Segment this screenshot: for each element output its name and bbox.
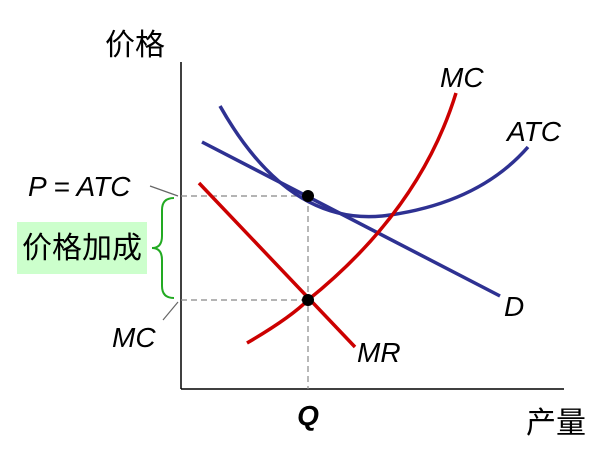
mc-curve [246, 92, 458, 345]
price-atc-point [302, 190, 314, 202]
demand-curve-label: D [504, 291, 524, 322]
mr-mc-point [302, 294, 314, 306]
quantity-tick-label: Q [297, 400, 319, 431]
markup-label-box [17, 222, 147, 274]
mc-label-leader [162, 301, 179, 321]
x-axis-label: 产量 [526, 406, 586, 441]
demand-curve [201, 140, 501, 298]
price-atc-label: P = ATC [28, 171, 131, 202]
atc-curve [218, 105, 530, 219]
mc-curve-label: MC [440, 62, 484, 93]
y-axis-label: 价格 [105, 28, 165, 63]
price-label-leader [149, 185, 179, 197]
markup-label: 价格加成 [22, 231, 142, 266]
atc-curve-label: ATC [505, 116, 562, 147]
mr-curve-label: MR [357, 337, 401, 368]
mc-price-label: MC [112, 322, 156, 353]
mr-curve [197, 181, 357, 349]
markup-brace [151, 197, 175, 299]
